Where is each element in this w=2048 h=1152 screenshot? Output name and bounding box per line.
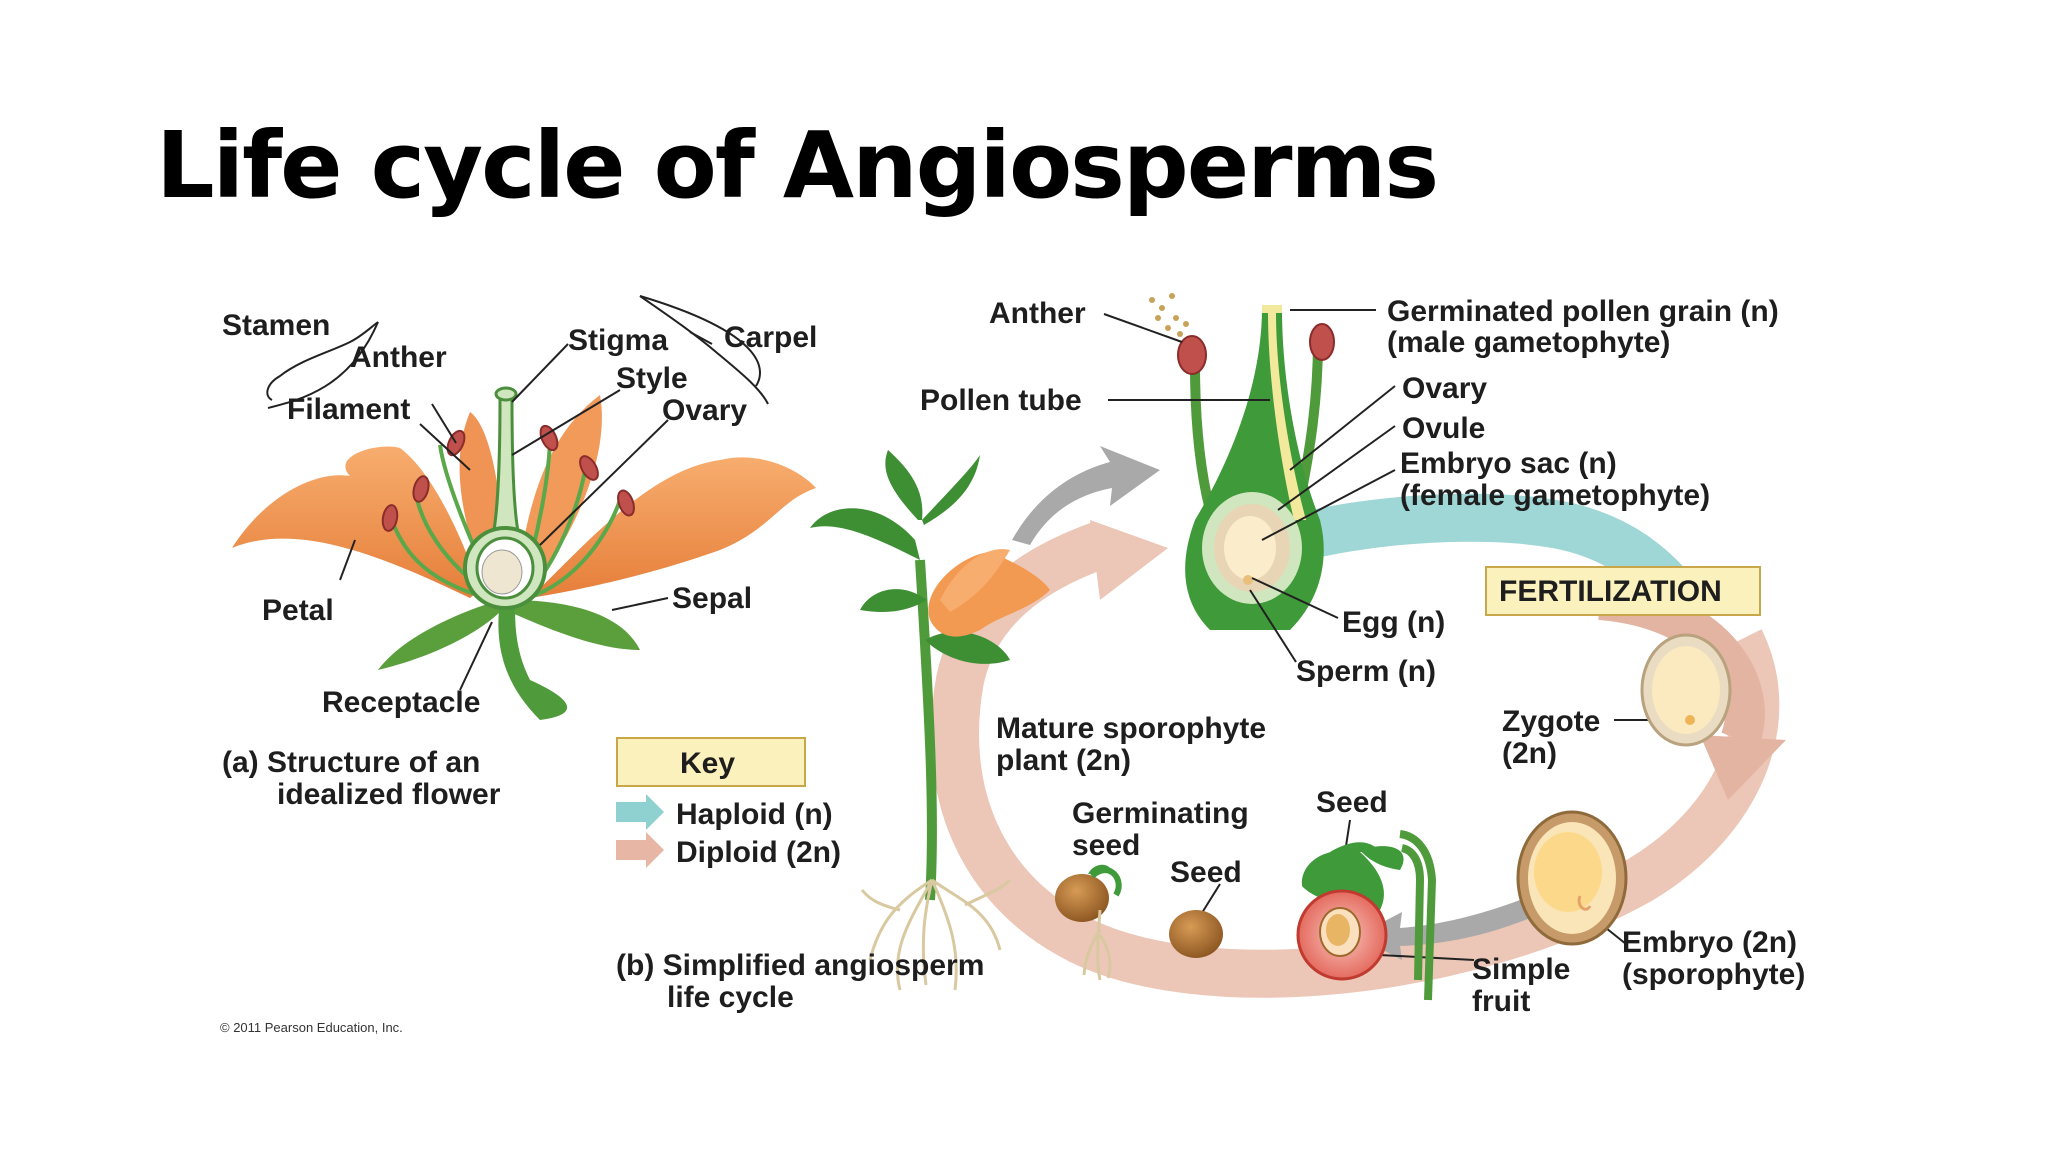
germinating-seed bbox=[1055, 864, 1122, 981]
key-legend: Key Haploid (n) Diploid (2n) bbox=[616, 737, 841, 869]
simple-fruit bbox=[1296, 830, 1437, 1001]
flower-petal-left bbox=[232, 446, 480, 598]
grey-arrow-to-ovule bbox=[1012, 446, 1160, 545]
zygote-cell bbox=[1640, 633, 1732, 747]
flower-style bbox=[490, 396, 523, 542]
label-embryo-2: (sporophyte) bbox=[1622, 958, 1805, 991]
caption-b-line1: (b) Simplified angiosperm bbox=[616, 949, 984, 982]
haploid-cycle-band bbox=[1283, 493, 1700, 615]
label-ovary-b: Ovary bbox=[1402, 372, 1487, 405]
label-seed-a: Seed bbox=[1170, 856, 1242, 889]
label-simple-fruit-2: fruit bbox=[1472, 985, 1530, 1018]
flower-stigma bbox=[494, 386, 518, 402]
label-germinated-pollen-2: (male gametophyte) bbox=[1387, 326, 1670, 359]
caption-a-line2: idealized flower bbox=[277, 778, 501, 811]
pollination-detail bbox=[1149, 293, 1335, 630]
label-embryo-sac-1: Embryo sac (n) bbox=[1400, 447, 1617, 480]
label-petal: Petal bbox=[262, 594, 334, 627]
flower-sepal-left bbox=[378, 600, 500, 670]
label-germinating-1: Germinating bbox=[1072, 797, 1249, 830]
label-ovary-a: Ovary bbox=[662, 394, 747, 427]
label-sepal: Sepal bbox=[672, 582, 752, 615]
label-carpel: Carpel bbox=[724, 321, 817, 354]
label-anther-b: Anther bbox=[989, 297, 1086, 330]
label-mature-2: plant (2n) bbox=[996, 744, 1131, 777]
label-seed-b: Seed bbox=[1316, 786, 1388, 819]
caption-b-line2: life cycle bbox=[667, 981, 794, 1014]
label-anther-a: Anther bbox=[350, 341, 447, 374]
grey-arrow-to-fruit bbox=[1356, 900, 1530, 960]
label-germinating-2: seed bbox=[1072, 829, 1140, 862]
copyright-notice: © 2011 Pearson Education, Inc. bbox=[220, 1020, 403, 1035]
label-sperm: Sperm (n) bbox=[1296, 655, 1436, 688]
label-germinated-pollen-1: Germinated pollen grain (n) bbox=[1387, 295, 1779, 328]
key-diploid-label: Diploid (2n) bbox=[676, 836, 841, 869]
label-egg: Egg (n) bbox=[1342, 606, 1445, 639]
label-stigma: Stigma bbox=[568, 324, 668, 357]
label-receptacle: Receptacle bbox=[322, 686, 480, 719]
slide-title: Life cycle of Angiosperms bbox=[156, 112, 1439, 219]
key-haploid-label: Haploid (n) bbox=[676, 798, 833, 831]
idealized-flower bbox=[232, 386, 816, 720]
label-style: Style bbox=[616, 362, 688, 395]
label-stamen: Stamen bbox=[222, 309, 330, 342]
label-fertilization: FERTILIZATION bbox=[1499, 575, 1722, 608]
label-filament: Filament bbox=[287, 393, 410, 426]
flower-receptacle bbox=[498, 600, 568, 720]
label-embryo-sac-2: (female gametophyte) bbox=[1400, 479, 1710, 512]
embryo-seed bbox=[1516, 810, 1628, 946]
key-haploid-arrow bbox=[616, 794, 664, 830]
label-ovule: Ovule bbox=[1402, 412, 1485, 445]
label-mature-1: Mature sporophyte bbox=[996, 712, 1266, 745]
caption-a-line1: (a) Structure of an bbox=[222, 746, 480, 779]
label-zygote-2: (2n) bbox=[1502, 737, 1557, 770]
label-embryo-1: Embryo (2n) bbox=[1622, 926, 1797, 959]
key-diploid-arrow bbox=[616, 832, 664, 868]
fertilization-box: FERTILIZATION bbox=[1485, 566, 1761, 616]
label-pollen-tube: Pollen tube bbox=[920, 384, 1082, 417]
flower-sepal-right bbox=[510, 600, 640, 650]
mature-sporophyte-plant bbox=[810, 450, 1050, 991]
seed-brown bbox=[1169, 910, 1223, 958]
key-title: Key bbox=[680, 747, 735, 780]
label-simple-fruit-1: Simple bbox=[1472, 953, 1570, 986]
flower-petal-right bbox=[530, 457, 816, 598]
label-zygote-1: Zygote bbox=[1502, 705, 1600, 738]
